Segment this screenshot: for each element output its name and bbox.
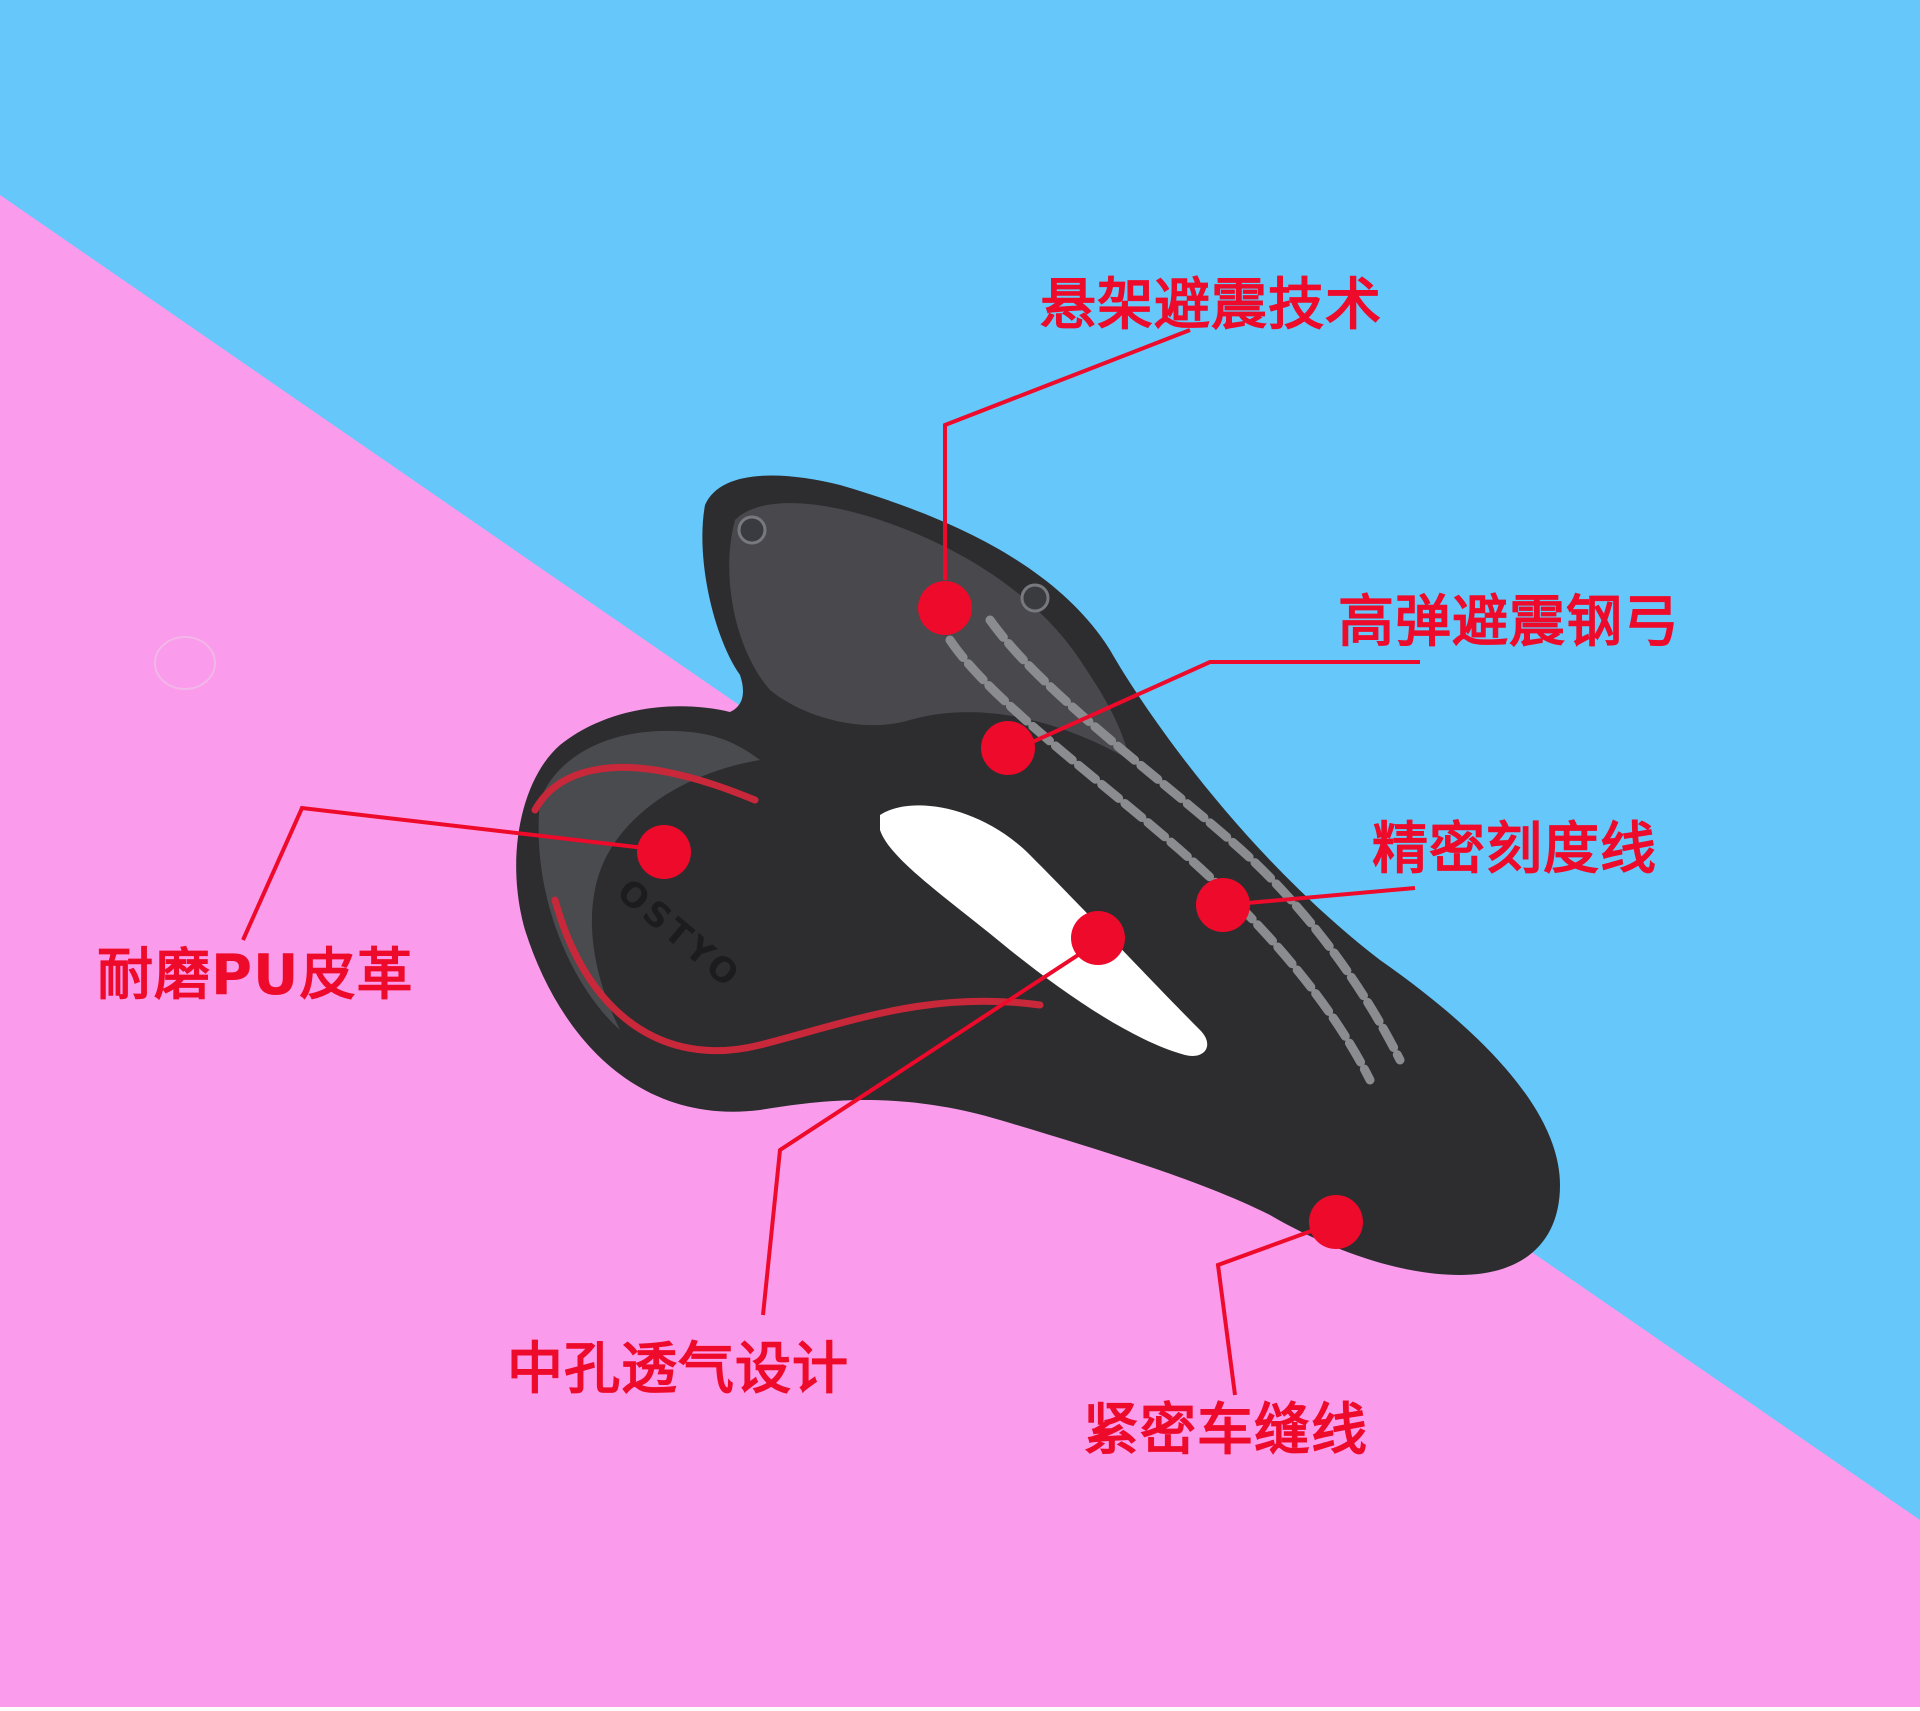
callout-line-suspension — [943, 328, 1191, 580]
callout-line-scale — [1224, 886, 1416, 907]
screw-head-2 — [1020, 583, 1050, 613]
callout-line-spring — [1009, 660, 1420, 754]
saddle-center-vent — [880, 805, 1208, 1056]
saddle-rail-right — [985, 615, 1405, 1065]
callout-label-suspension: 悬架避震技术 — [1040, 273, 1382, 338]
callout-label-spring: 高弹避震钢弓 — [1338, 590, 1680, 655]
callout-label-stitch: 紧密车缝线 — [1083, 1398, 1368, 1463]
callout-layer — [241, 328, 1420, 1396]
callout-label-vent: 中孔透气设计 — [507, 1337, 849, 1402]
saddle-rail-left — [945, 635, 1375, 1085]
saddle-nose-shade — [729, 503, 1130, 760]
callout-dot-leather — [637, 825, 691, 879]
callout-label-scale: 精密刻度线 — [1372, 817, 1657, 882]
callout-line-stitch — [1215, 1220, 1337, 1396]
callout-dot-spring — [981, 721, 1035, 775]
callout-dot-scale — [1196, 878, 1250, 932]
callout-line-leather — [241, 805, 663, 941]
callout-line-vent — [761, 940, 1100, 1316]
saddle-wing-highlight — [538, 730, 760, 1030]
callout-dot-suspension — [918, 581, 972, 635]
faint-circle-mark — [154, 636, 216, 690]
callout-dot-stitch — [1309, 1195, 1363, 1249]
screw-head-1 — [737, 515, 767, 545]
saddle-red-stripe-upper — [531, 763, 759, 814]
callout-dot-vent — [1071, 911, 1125, 965]
saddle-red-stripe-lower — [551, 896, 1044, 1055]
bicycle-saddle: OSTYO — [516, 475, 1561, 1275]
callout-label-leather: 耐磨PU皮革 — [97, 943, 414, 1008]
